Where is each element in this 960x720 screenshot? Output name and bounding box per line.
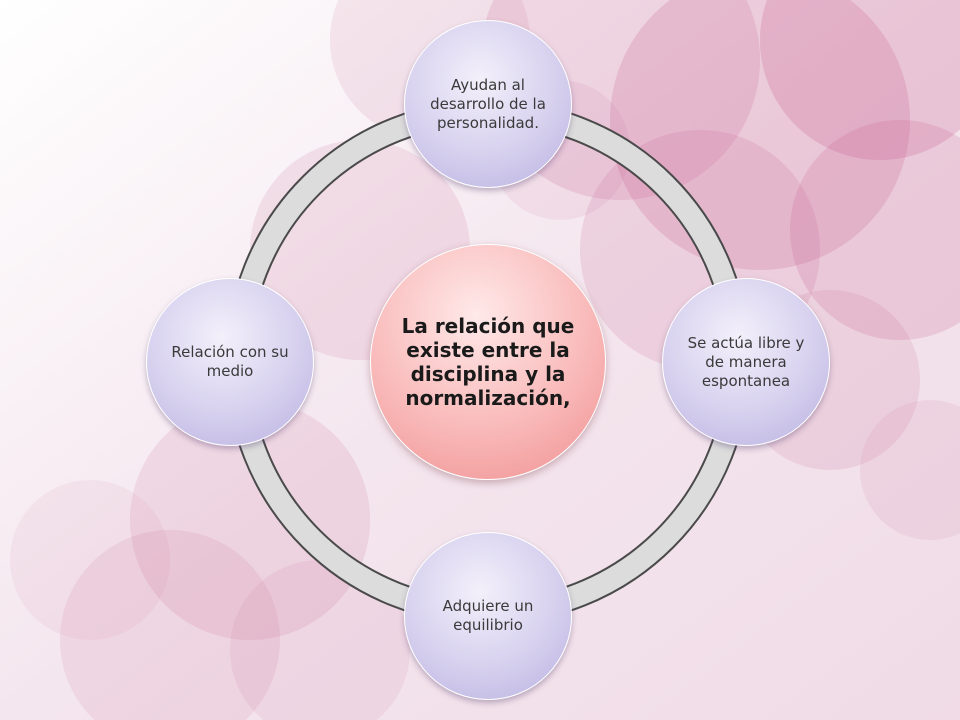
node-spontaneous: Se actúa libre y de manera espontanea <box>662 278 830 446</box>
center-node: La relación que existe entre la discipli… <box>370 244 606 480</box>
node-environment-label: Relación con su medio <box>171 343 289 380</box>
center-node-label: La relación que existe entre la discipli… <box>401 314 575 410</box>
node-balance: Adquiere un equilibrio <box>404 532 572 700</box>
node-environment: Relación con su medio <box>146 278 314 446</box>
node-personality-label: Ayudan al desarrollo de la personalidad. <box>430 75 546 132</box>
node-personality: Ayudan al desarrollo de la personalidad. <box>404 20 572 188</box>
node-balance-label: Adquiere un equilibrio <box>442 597 534 634</box>
node-spontaneous-label: Se actúa libre y de manera espontanea <box>687 333 805 390</box>
